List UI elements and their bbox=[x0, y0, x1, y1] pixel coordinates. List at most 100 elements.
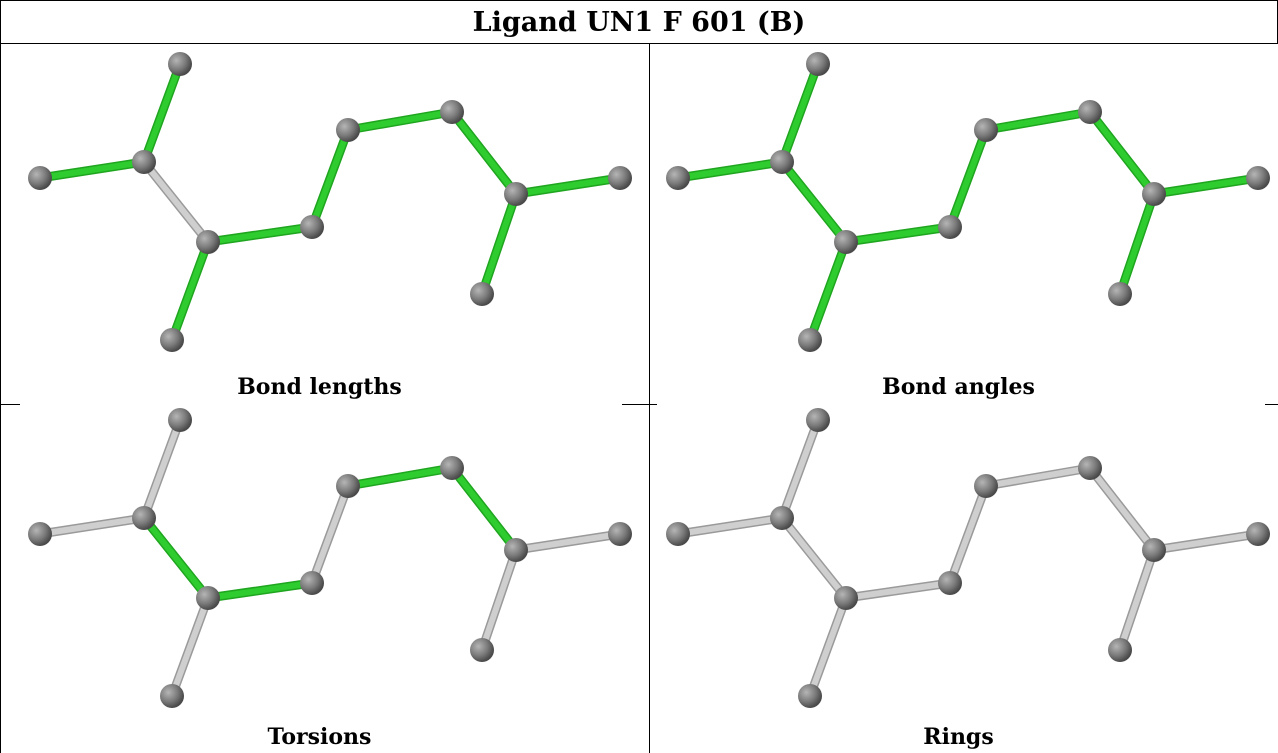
bond-highlighted bbox=[141, 515, 211, 601]
bond bbox=[141, 417, 183, 521]
atom bbox=[28, 522, 52, 546]
atom bbox=[806, 408, 830, 432]
bond bbox=[309, 483, 351, 586]
atom bbox=[336, 118, 360, 142]
atom bbox=[168, 408, 192, 432]
atom bbox=[300, 571, 324, 595]
bond-highlighted bbox=[1151, 175, 1261, 197]
atom bbox=[770, 506, 794, 530]
atom bbox=[1142, 182, 1166, 206]
bond-highlighted bbox=[141, 61, 183, 165]
molecule-rings bbox=[666, 408, 1270, 708]
bond bbox=[1087, 465, 1157, 553]
bond-highlighted bbox=[169, 239, 211, 343]
bond-highlighted bbox=[345, 109, 455, 133]
atom bbox=[1108, 638, 1132, 662]
bond bbox=[947, 483, 989, 586]
atom bbox=[806, 52, 830, 76]
atom bbox=[608, 522, 632, 546]
panel-caption: Bond angles bbox=[882, 374, 1035, 400]
atom bbox=[938, 571, 962, 595]
atom bbox=[168, 52, 192, 76]
bond-highlighted bbox=[37, 159, 147, 181]
grid-line-middle bbox=[649, 44, 650, 753]
bond-highlighted bbox=[479, 191, 519, 297]
bond-highlighted bbox=[779, 159, 849, 245]
bond bbox=[779, 515, 849, 601]
bond-highlighted bbox=[513, 175, 623, 197]
bond-highlighted bbox=[449, 465, 519, 553]
panel-caption: Rings bbox=[923, 724, 994, 750]
atom bbox=[504, 182, 528, 206]
bond bbox=[513, 531, 623, 553]
bond bbox=[675, 515, 785, 537]
bond bbox=[807, 595, 849, 699]
bond-highlighted bbox=[1087, 109, 1157, 197]
panel-torsions: Torsions bbox=[0, 404, 639, 753]
panel-bond-lengths: Bond lengths bbox=[0, 44, 639, 404]
atom bbox=[300, 215, 324, 239]
panel-rings: Rings bbox=[639, 404, 1278, 753]
grid-tick-left bbox=[0, 404, 20, 405]
atom bbox=[666, 166, 690, 190]
atom bbox=[834, 230, 858, 254]
atom bbox=[938, 215, 962, 239]
atom bbox=[1246, 522, 1270, 546]
atom bbox=[666, 522, 690, 546]
atom bbox=[440, 100, 464, 124]
atom bbox=[834, 586, 858, 610]
atom bbox=[1246, 166, 1270, 190]
atom bbox=[1078, 456, 1102, 480]
atom bbox=[160, 684, 184, 708]
atom bbox=[196, 586, 220, 610]
grid-tick-middle bbox=[622, 404, 657, 405]
molecule-bond-angles bbox=[666, 52, 1270, 352]
atom bbox=[798, 328, 822, 352]
bond-highlighted bbox=[449, 109, 519, 197]
atom bbox=[770, 150, 794, 174]
atom bbox=[440, 456, 464, 480]
grid-line-left bbox=[0, 44, 1, 753]
bond-highlighted bbox=[843, 224, 953, 245]
atom bbox=[1142, 538, 1166, 562]
atom bbox=[336, 474, 360, 498]
molecule-torsions bbox=[28, 408, 632, 708]
bond bbox=[983, 465, 1093, 489]
bond-highlighted bbox=[1117, 191, 1157, 297]
bond bbox=[479, 547, 519, 653]
bond bbox=[843, 580, 953, 601]
atom bbox=[974, 118, 998, 142]
atom bbox=[196, 230, 220, 254]
bond-highlighted bbox=[983, 109, 1093, 133]
atom bbox=[608, 166, 632, 190]
bond-highlighted bbox=[947, 127, 989, 230]
bond-highlighted bbox=[309, 127, 351, 230]
atom bbox=[798, 684, 822, 708]
bond bbox=[141, 159, 211, 245]
atom bbox=[132, 506, 156, 530]
figure-title: Ligand UN1 F 601 (B) bbox=[0, 0, 1278, 44]
atom bbox=[470, 638, 494, 662]
bond-highlighted bbox=[345, 465, 455, 489]
molecule-bond-lengths bbox=[28, 52, 632, 352]
bond-highlighted bbox=[205, 224, 315, 245]
bond-highlighted bbox=[779, 61, 821, 165]
atom bbox=[974, 474, 998, 498]
atom bbox=[28, 166, 52, 190]
panel-caption: Bond lengths bbox=[237, 374, 402, 400]
bond bbox=[169, 595, 211, 699]
bond bbox=[779, 417, 821, 521]
bond-highlighted bbox=[807, 239, 849, 343]
bond bbox=[1117, 547, 1157, 653]
panel-bond-angles: Bond angles bbox=[639, 44, 1278, 404]
panel-caption: Torsions bbox=[267, 724, 372, 750]
atom bbox=[1108, 282, 1132, 306]
bond-highlighted bbox=[205, 580, 315, 601]
atom bbox=[504, 538, 528, 562]
atom bbox=[470, 282, 494, 306]
atom bbox=[132, 150, 156, 174]
bond bbox=[37, 515, 147, 537]
atom bbox=[1078, 100, 1102, 124]
grid-tick-right bbox=[1265, 404, 1278, 405]
